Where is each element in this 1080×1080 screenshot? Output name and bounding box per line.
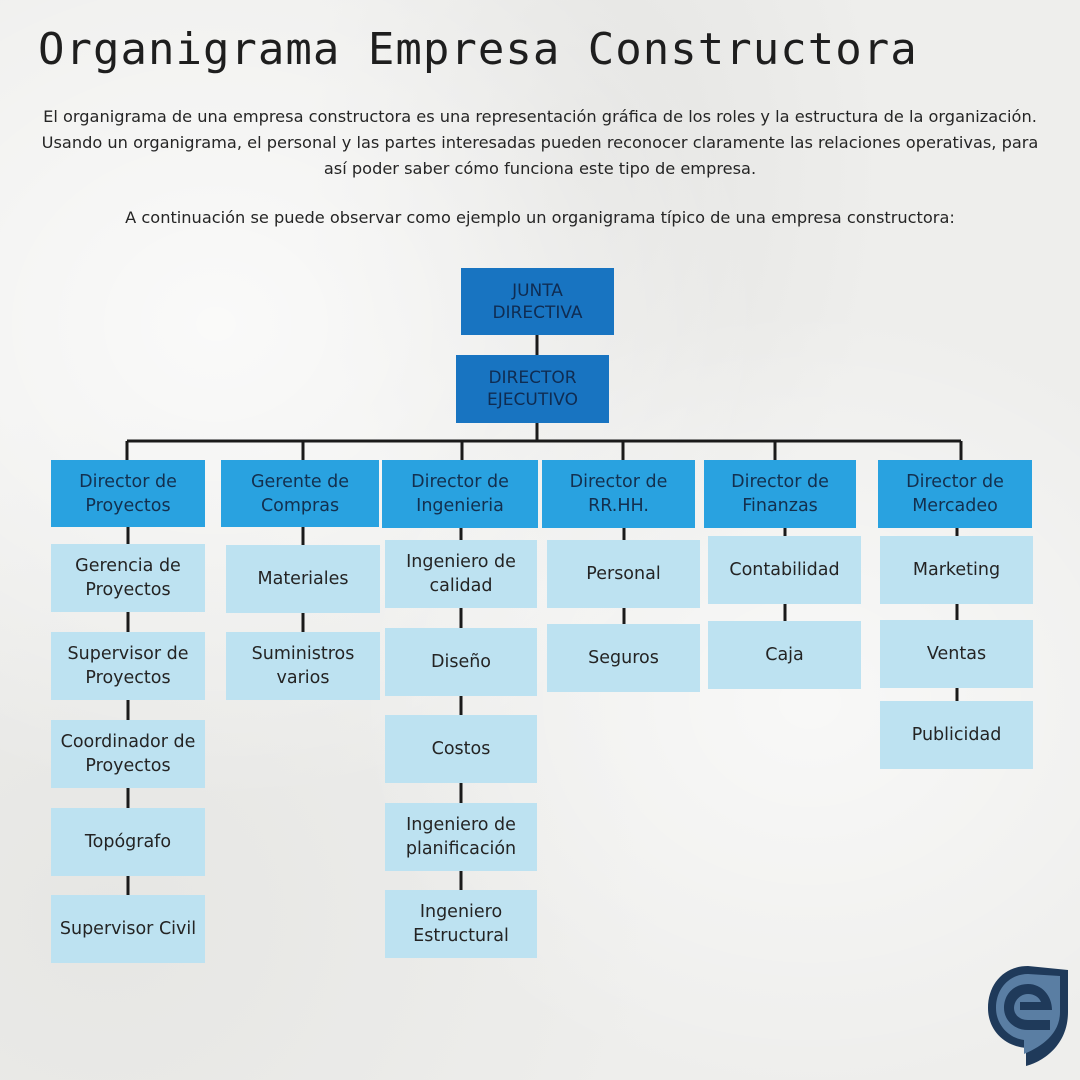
department-head: Director de Mercadeo bbox=[878, 460, 1032, 528]
department-unit: Suministros varios bbox=[226, 632, 380, 700]
department-unit: Topógrafo bbox=[51, 808, 205, 876]
department-head: Director de Proyectos bbox=[51, 460, 205, 527]
department-unit: Supervisor Civil bbox=[51, 895, 205, 963]
department-unit: Ingeniero de calidad bbox=[385, 540, 537, 608]
page-title: Organigrama Empresa Constructora bbox=[38, 24, 918, 75]
company-logo-icon bbox=[988, 966, 1068, 1066]
department-unit: Caja bbox=[708, 621, 861, 689]
department-unit: Supervisor de Proyectos bbox=[51, 632, 205, 700]
department-unit: Personal bbox=[547, 540, 700, 608]
department-head: Director de RR.HH. bbox=[542, 460, 695, 528]
department-unit: Materiales bbox=[226, 545, 380, 613]
department-unit: Ingeniero de planificación bbox=[385, 803, 537, 871]
box-director-ejecutivo: DIRECTOR EJECUTIVO bbox=[456, 355, 609, 423]
department-unit: Gerencia de Proyectos bbox=[51, 544, 205, 612]
department-unit: Diseño bbox=[385, 628, 537, 696]
department-unit: Contabilidad bbox=[708, 536, 861, 604]
department-unit: Publicidad bbox=[880, 701, 1033, 769]
department-unit: Coordinador de Proyectos bbox=[51, 720, 205, 788]
department-head: Gerente de Compras bbox=[221, 460, 379, 527]
department-unit: Seguros bbox=[547, 624, 700, 692]
department-unit: Ingeniero Estructural bbox=[385, 890, 537, 958]
department-head: Director de Ingenieria bbox=[382, 460, 538, 528]
intro-example-text: A continuación se puede observar como ej… bbox=[125, 208, 955, 227]
department-unit: Marketing bbox=[880, 536, 1033, 604]
box-junta-directiva: JUNTA DIRECTIVA bbox=[461, 268, 614, 335]
department-head: Director de Finanzas bbox=[704, 460, 856, 528]
department-unit: Ventas bbox=[880, 620, 1033, 688]
department-unit: Costos bbox=[385, 715, 537, 783]
intro-paragraph: El organigrama de una empresa constructo… bbox=[41, 107, 1039, 178]
